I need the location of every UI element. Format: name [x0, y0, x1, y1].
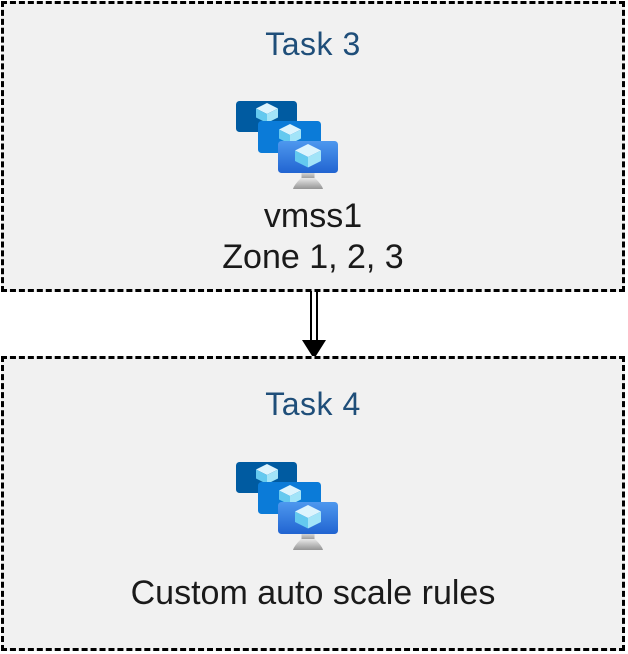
task4-label: Custom auto scale rules: [4, 573, 622, 614]
vmss-name-text: vmss1: [263, 197, 363, 235]
task3-title: Task 3: [265, 26, 361, 62]
task3-label: vmss1 Zone 1, 2, 3: [4, 196, 622, 278]
task3-box: Task 3 vmss1 Zone 1, 2, 3: [1, 1, 625, 292]
task4-title: Task 4: [265, 386, 361, 422]
virtual-machine-scale-set-icon: [235, 99, 339, 191]
task4-box: Task 4 Custom auto scale rules: [1, 356, 625, 651]
down-arrow-connector: [302, 291, 326, 359]
autoscale-rules-text: Custom auto scale rules: [130, 574, 496, 612]
zones-text: Zone 1, 2, 3: [222, 238, 404, 276]
virtual-machine-scale-set-icon: [235, 460, 339, 552]
